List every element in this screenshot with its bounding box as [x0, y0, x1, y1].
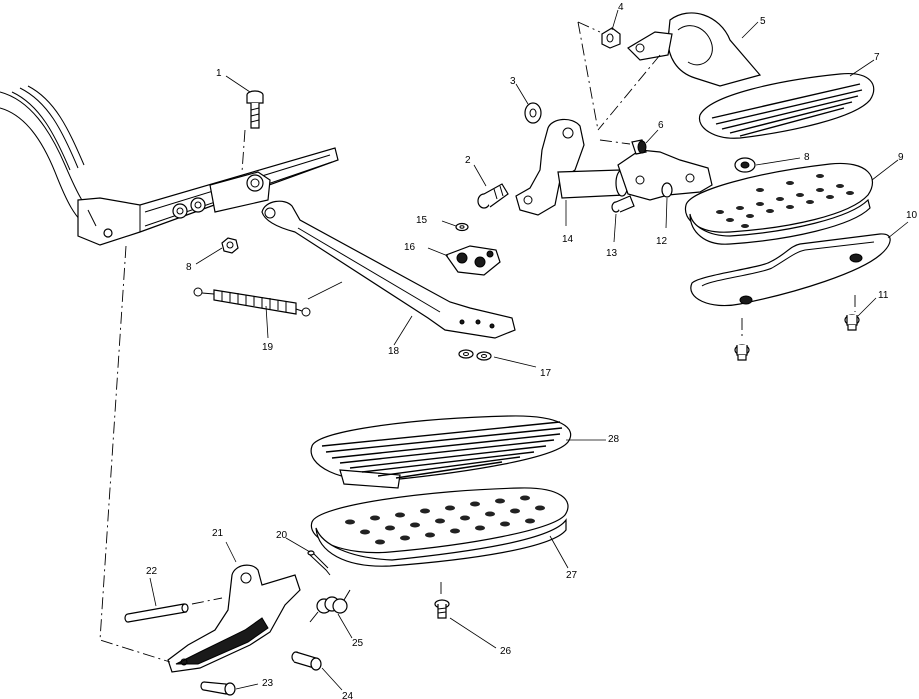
washer-part-15: [455, 222, 469, 232]
callout-14: 14: [562, 234, 574, 245]
callout-1: 1: [216, 68, 222, 79]
bolt-part-2: [477, 183, 509, 209]
callout-22: 22: [146, 566, 158, 577]
frame-tube: [0, 85, 339, 246]
callout-8-left: 8: [186, 262, 192, 273]
callout-10: 10: [906, 210, 918, 221]
nut-part-4: [601, 27, 621, 49]
callout-23: 23: [262, 678, 274, 689]
callout-18: 18: [388, 346, 400, 357]
block-part-16: [445, 245, 501, 276]
callout-4: 4: [618, 2, 624, 13]
base-plate-part-10: [690, 233, 891, 307]
spring-part-25: [309, 589, 351, 623]
callout-9: 9: [898, 152, 904, 163]
horn-part-5: [627, 12, 762, 87]
floorboard-part-28: [310, 415, 572, 489]
callout-5: 5: [760, 16, 766, 27]
callout-12: 12: [656, 236, 668, 247]
bolt-part-11b: [734, 344, 750, 361]
leader-lines: [149, 9, 909, 691]
washers-part-17: [458, 349, 492, 361]
callout-19: 19: [262, 342, 274, 353]
floorboard-part-9: [684, 162, 874, 245]
cotter-pin-part-20: [307, 550, 331, 576]
callout-2: 2: [465, 155, 471, 166]
callout-21: 21: [212, 528, 224, 539]
bushing-part-6: [631, 139, 647, 155]
screw-part-26: [434, 599, 450, 619]
callout-28: 28: [608, 434, 620, 445]
nut-part-8-right: [734, 157, 756, 173]
floorboard-part-27: [310, 487, 569, 567]
callout-6: 6: [658, 120, 664, 131]
washer-part-3: [524, 102, 542, 124]
callout-15: 15: [416, 215, 428, 226]
spring-part-19: [193, 287, 311, 317]
pin-part-13: [611, 195, 635, 213]
bolt-part-24: [291, 651, 322, 671]
washer-part-12: [661, 182, 673, 198]
pad-part-7: [698, 73, 875, 139]
bracket-part-14: [515, 118, 713, 216]
callout-27: 27: [566, 570, 578, 581]
callout-3: 3: [510, 76, 516, 87]
pin-part-22: [124, 603, 189, 623]
nut-part-8-left: [221, 237, 239, 254]
bolt-part-1: [246, 90, 264, 129]
callout-16: 16: [404, 242, 416, 253]
callout-24: 24: [342, 691, 354, 699]
callout-11: 11: [878, 290, 889, 301]
callout-17: 17: [540, 368, 552, 379]
callout-8-right: 8: [804, 152, 810, 163]
bracket-part-21: [167, 564, 301, 673]
side-stand-part-18: [261, 200, 516, 339]
callout-7: 7: [874, 52, 880, 63]
callout-20: 20: [276, 530, 288, 541]
callout-13: 13: [606, 248, 618, 259]
callout-26: 26: [500, 646, 512, 657]
bolt-part-11: [844, 314, 860, 331]
callout-labels: 1 2 3 4 5 6 7 8 8 9 10 11 12 13 14 15 16…: [146, 2, 918, 699]
callout-25: 25: [352, 638, 364, 649]
bolt-part-23: [200, 681, 236, 696]
